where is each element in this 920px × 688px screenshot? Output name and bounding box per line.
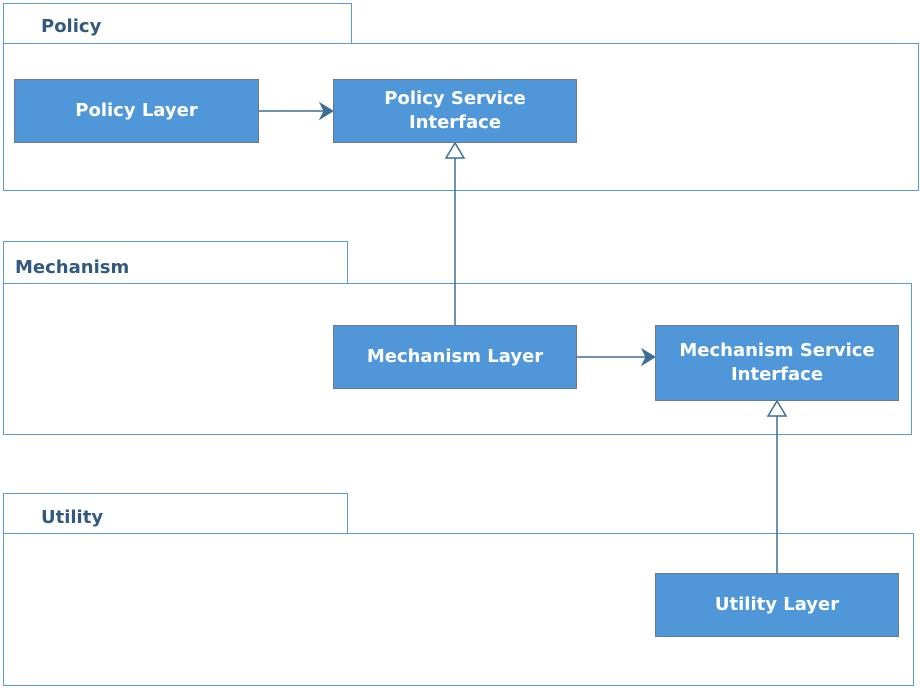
- realization-arrowhead-icon: [444, 141, 466, 159]
- mechanism-package-tab: [3, 241, 348, 284]
- policy-layer-node[interactable]: Policy Layer: [14, 79, 259, 143]
- policy-package-tab: [3, 3, 352, 44]
- policy-package-title: Policy: [41, 16, 102, 37]
- policy-service-interface-node[interactable]: Policy Service Interface: [333, 79, 577, 143]
- utility-package-title: Utility: [41, 507, 104, 528]
- realization-arrowhead-icon: [766, 399, 788, 417]
- mechanism-service-interface-node[interactable]: Mechanism Service Interface: [655, 325, 899, 401]
- association-arrowhead-icon: [640, 347, 656, 367]
- mechanism-package-title: Mechanism: [15, 257, 130, 278]
- utility-layer-node[interactable]: Utility Layer: [655, 573, 899, 637]
- association-arrowhead-icon: [318, 101, 334, 121]
- mechanism-layer-node[interactable]: Mechanism Layer: [333, 325, 577, 389]
